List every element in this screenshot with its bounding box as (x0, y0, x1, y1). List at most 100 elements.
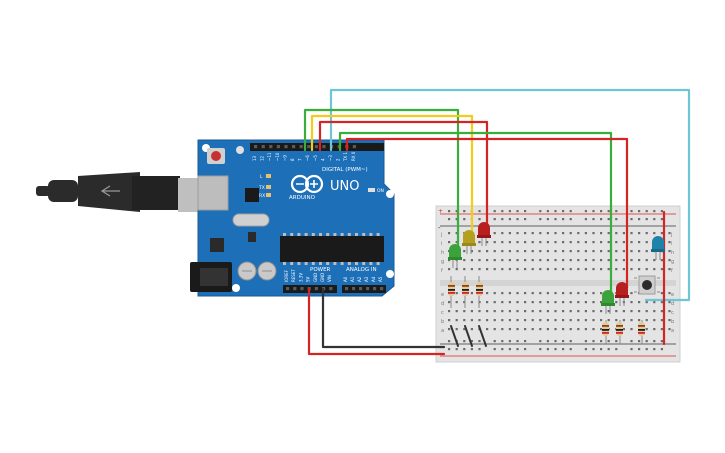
rail-hole (584, 218, 587, 221)
breadboard-hole (455, 232, 458, 235)
breadboard-hole (562, 301, 565, 304)
breadboard-hole (546, 250, 549, 253)
rail-hole (660, 348, 663, 351)
breadboard-hole (470, 310, 473, 313)
breadboard-hole (493, 268, 496, 271)
breadboard-hole (539, 292, 542, 295)
breadboard-hole (524, 232, 527, 235)
breadboard-hole (622, 250, 625, 253)
svg-text:i: i (441, 241, 442, 247)
breadboard-hole (554, 328, 557, 331)
resistor-5 (616, 322, 623, 336)
header-pin[interactable] (314, 145, 318, 149)
breadboard-hole (524, 250, 527, 253)
reset-button[interactable] (207, 148, 225, 164)
header-pin[interactable] (300, 287, 304, 291)
breadboard-hole (478, 310, 481, 313)
header-pin[interactable] (322, 145, 326, 149)
breadboard-hole (554, 250, 557, 253)
header-pin[interactable] (359, 287, 363, 291)
breadboard-hole (508, 268, 511, 271)
pin-label: A1 (350, 276, 355, 282)
header-pin[interactable] (293, 287, 297, 291)
rail-hole (554, 210, 557, 213)
header-pin[interactable] (366, 287, 370, 291)
svg-text:h: h (671, 250, 674, 256)
rail-hole (516, 348, 519, 351)
rail-hole (539, 348, 542, 351)
breadboard-hole (660, 319, 663, 322)
header-pin[interactable] (261, 145, 265, 149)
rail-hole (539, 210, 542, 213)
breadboard-hole (577, 268, 580, 271)
arduino-logo-icon (290, 174, 324, 194)
header-pin[interactable] (345, 287, 349, 291)
pin-label: RX 0 (351, 151, 356, 161)
header-pin[interactable] (307, 145, 311, 149)
rail-hole (470, 348, 473, 351)
header-pin[interactable] (329, 287, 333, 291)
header-pin[interactable] (352, 145, 356, 149)
resistor-4 (602, 322, 609, 336)
breadboard-hole (539, 319, 542, 322)
pin-label: A2 (357, 276, 362, 282)
breadboard-hole (531, 301, 534, 304)
breadboard-hole (508, 292, 511, 295)
header-pin[interactable] (380, 287, 384, 291)
breadboard-hole (607, 241, 610, 244)
board-model-label: UNO (330, 179, 359, 194)
on-label: ON (377, 188, 384, 194)
rail-hole (501, 340, 504, 343)
pin-label: 7 (298, 158, 303, 161)
breadboard-hole (463, 250, 466, 253)
header-pin[interactable] (269, 145, 273, 149)
wire-green-pin6-led (338, 131, 613, 298)
rail-hole (569, 340, 572, 343)
header-pin[interactable] (314, 287, 318, 291)
power-header-label: POWER (310, 267, 331, 273)
breadboard-hole (539, 268, 542, 271)
header-pin[interactable] (286, 287, 290, 291)
pin-label: ~3 (328, 155, 333, 161)
breadboard-hole (501, 232, 504, 235)
push-button[interactable] (634, 275, 660, 295)
breadboard-hole (501, 319, 504, 322)
rail-hole (592, 340, 595, 343)
rail-hole (584, 348, 587, 351)
header-pin[interactable] (276, 145, 280, 149)
breadboard-hole (478, 259, 481, 262)
rail-hole (455, 348, 458, 351)
header-pin[interactable] (254, 145, 258, 149)
breadboard-hole (569, 328, 572, 331)
rail-hole (607, 218, 610, 221)
breadboard-hole (562, 268, 565, 271)
breadboard-hole (455, 301, 458, 304)
usb-chip (245, 188, 259, 202)
wires (303, 88, 691, 356)
rail-hole (592, 210, 595, 213)
breadboard-hole (486, 328, 489, 331)
rail-hole (516, 210, 519, 213)
breadboard-hole (630, 241, 633, 244)
breadboard-hole (539, 328, 542, 331)
breadboard-hole (660, 310, 663, 313)
breadboard-hole (645, 268, 648, 271)
header-pin[interactable] (373, 287, 377, 291)
wire-green-pin10-led (303, 108, 460, 252)
breadboard-hole (600, 328, 603, 331)
breadboard-hole (592, 250, 595, 253)
breadboard-hole (668, 319, 671, 322)
header-pin[interactable] (299, 145, 303, 149)
breadboard-hole (645, 241, 648, 244)
rail-hole (463, 210, 466, 213)
breadboard-hole (531, 292, 534, 295)
header-pin[interactable] (292, 145, 296, 149)
breadboard-hole (668, 241, 671, 244)
breadboard-hole (584, 241, 587, 244)
breadboard-hole (516, 319, 519, 322)
svg-text:e: e (671, 292, 674, 298)
header-pin[interactable] (352, 287, 356, 291)
breadboard-hole (486, 292, 489, 295)
header-pin[interactable] (284, 145, 288, 149)
